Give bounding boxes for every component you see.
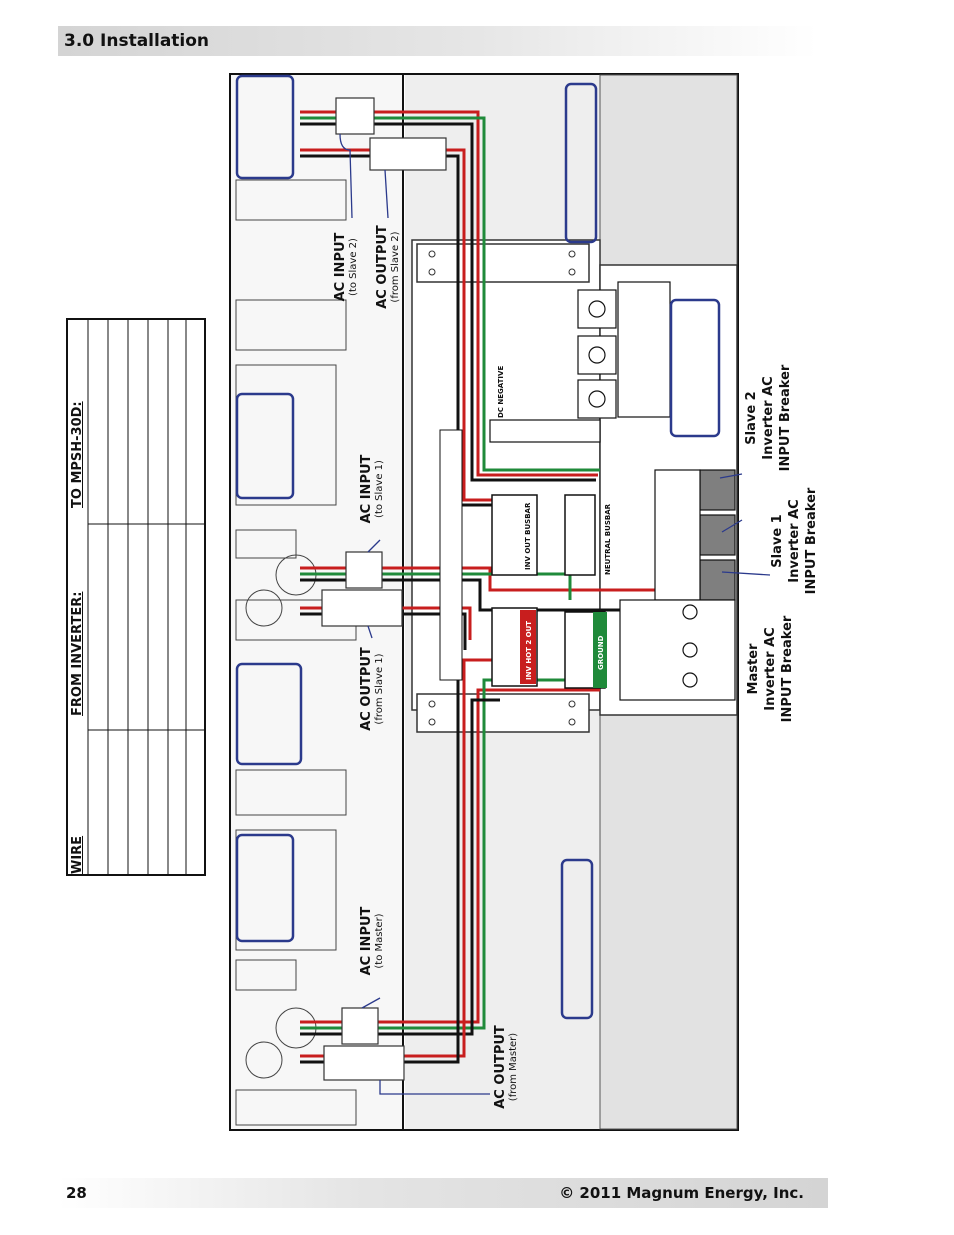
ac-output-slave2-title: AC OUTPUT [375,225,390,309]
slave1-breaker-line2: Inverter AC [787,499,802,583]
section-title: 3.0 Installation [64,31,210,51]
master-breaker-line2: Inverter AC [763,627,778,711]
wire-table: WIRE FROM INVERTER: TO MPSH-30D: [66,318,206,876]
ac-output-slave2-sub: (from Slave 2) [390,231,401,303]
ac-input-master-title: AC INPUT [359,906,374,976]
ac-output-slave1-callout: AC OUTPUT (from Slave 1) [359,619,393,759]
ac-output-slave1-title: AC OUTPUT [359,647,374,731]
section-header-bar [58,26,818,56]
slave1-breaker-line3: INPUT Breaker [804,487,819,595]
slave1-breaker-label: Slave 1 Inverter AC INPUT Breaker [769,476,821,606]
ac-output-master-sub: (from Master) [508,1032,519,1102]
master-breaker-line3: INPUT Breaker [780,615,795,723]
slave2-breaker-line2: Inverter AC [761,376,776,460]
ac-output-master-title: AC OUTPUT [493,1025,508,1109]
inv-out-busbar-label: INV OUT BUSBAR [524,502,532,570]
ac-input-slave1-title: AC INPUT [359,454,374,524]
slave2-breaker-line3: INPUT Breaker [778,364,793,472]
page-number: 28 [66,1184,87,1202]
ac-input-slave2-title: AC INPUT [333,232,348,302]
wire-table-grid [87,320,204,874]
dc-negative-label: DC NEGATIVE [497,366,505,418]
ground-label: GROUND [597,635,605,670]
ac-output-slave1-sub: (from Slave 1) [374,653,385,725]
ac-input-slave2-callout: AC INPUT (to Slave 2) [333,207,367,327]
inv-hot2-out-label: INV HOT 2 OUT [525,621,533,680]
ac-input-slave1-sub: (to Slave 1) [374,460,385,518]
slave2-breaker-label: Slave 2 Inverter AC INPUT Breaker [743,353,795,483]
ac-input-master-callout: AC INPUT (to Master) [359,881,393,1001]
copyright-text: © 2011 Magnum Energy, Inc. [559,1184,804,1202]
ac-input-slave1-callout: AC INPUT (to Slave 1) [359,429,393,549]
slave1-breaker-line1: Slave 1 [770,514,785,568]
ac-output-master-callout: AC OUTPUT (from Master) [493,997,527,1137]
slave2-breaker-line1: Slave 2 [744,391,759,445]
ac-output-slave2-callout: AC OUTPUT (from Slave 2) [375,197,409,337]
ac-input-master-sub: (to Master) [374,913,385,969]
master-breaker-label: Master Inverter AC INPUT Breaker [745,604,797,734]
ac-input-slave2-sub: (to Slave 2) [348,238,359,296]
neutral-busbar-label: NEUTRAL BUSBAR [604,503,612,575]
footer-bar [58,1178,828,1208]
master-breaker-line1: Master [746,643,761,695]
